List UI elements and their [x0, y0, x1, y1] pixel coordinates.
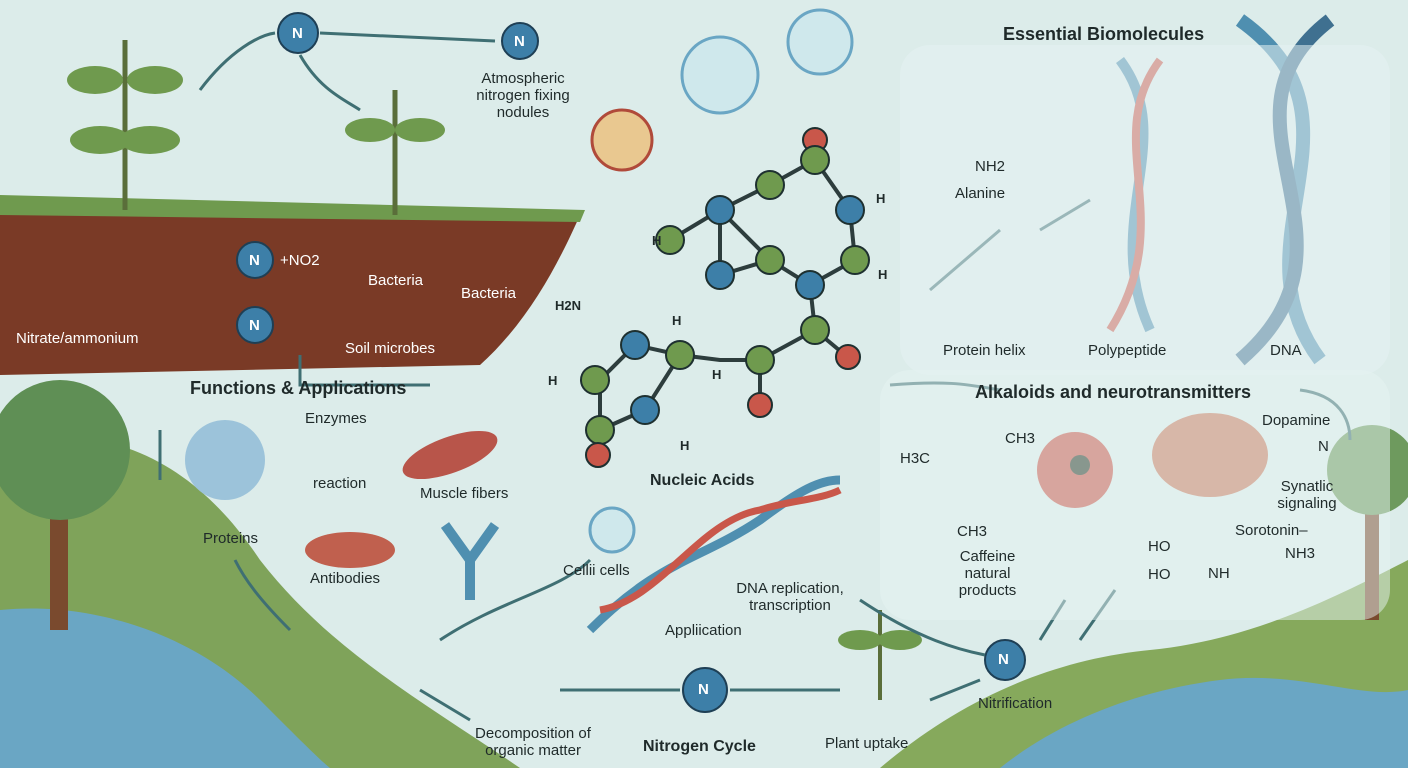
- soil-layer: [0, 205, 580, 375]
- nitrogen-atoms: [236, 12, 1026, 713]
- reaction-label: reaction: [313, 475, 367, 492]
- dopamine-label: Dopamine: [1262, 412, 1331, 429]
- antibodies-label: Antibodies: [310, 570, 381, 587]
- ho-label-2: HO: [1148, 566, 1171, 583]
- dopamine-n: N: [1318, 438, 1329, 455]
- atom-h: H: [876, 191, 886, 206]
- cell-1: [680, 35, 760, 115]
- right-river: [1000, 677, 1408, 768]
- tree-canopy: [0, 380, 130, 520]
- n-symbol-top-2: N: [514, 33, 525, 50]
- soil-microbes-label: Soil microbes: [345, 340, 436, 357]
- antibodies-muscle: [305, 532, 395, 568]
- atom-h: H: [712, 367, 722, 382]
- no2-label: +NO2: [280, 252, 320, 269]
- nh-label: NH: [1208, 565, 1230, 582]
- polypeptide-label: Polypeptide: [1088, 342, 1167, 359]
- proteins-label: Proteins: [203, 530, 259, 547]
- alanine-nh2: NH2: [975, 158, 1006, 175]
- biomolecules-panel: [900, 45, 1390, 375]
- cell-2: [786, 8, 854, 76]
- ch3-bottom-label: CH3: [957, 523, 988, 540]
- protein-blob: [185, 420, 265, 500]
- n-symbol-cycle: N: [698, 681, 709, 698]
- h3c-label: H3C: [900, 450, 931, 467]
- caffeine-label: Caffeine natural products: [958, 548, 1017, 599]
- nitrogen-cycle-title: Nitrogen Cycle: [643, 738, 756, 755]
- antibody-y: [440, 522, 500, 600]
- dna-label: DNA: [1270, 342, 1302, 359]
- atom-h: H: [680, 438, 690, 453]
- nitrification-label: Nitrification: [978, 695, 1053, 712]
- atom-h: H: [878, 267, 888, 282]
- bacteria-cell: [590, 108, 654, 172]
- decomposition-label: Decomposition of organic matter: [475, 725, 591, 759]
- enzymes-label: Enzymes: [305, 410, 367, 427]
- cells-label: Cellii cells: [563, 562, 630, 579]
- alkaloids-title: Alkaloids and neurotransmitters: [975, 382, 1252, 402]
- left-river: [0, 608, 330, 768]
- n-symbol-soil-1: N: [249, 252, 260, 269]
- n-symbol-nitrification: N: [998, 651, 1009, 668]
- n-symbol-soil-2: N: [249, 317, 260, 334]
- central-molecule-atoms: [580, 127, 870, 468]
- nodules-label: Atmospheric nitrogen fixing nodules: [476, 70, 570, 121]
- functions-title: Functions & Applications: [190, 378, 407, 398]
- ho-label-1: HO: [1148, 538, 1171, 555]
- nucleic-acids-title: Nucleic Acids: [650, 472, 755, 489]
- ch3-top-label: CH3: [1005, 430, 1036, 447]
- protein-helix-label: Protein helix: [943, 342, 1026, 359]
- cellii-cell: [588, 506, 636, 554]
- atom-h: H: [652, 233, 662, 248]
- nitrate-label: Nitrate/ammonium: [16, 330, 139, 347]
- alkaloids-panel: [880, 370, 1390, 620]
- replication-label: DNA replication, transcription: [736, 580, 844, 614]
- serotonin-label: Sorotonin–: [1235, 522, 1308, 539]
- muscle-fibers: [402, 430, 498, 480]
- atom-h: H: [548, 373, 558, 388]
- biomolecules-title: Essential Biomolecules: [1003, 24, 1205, 44]
- application-label: Appliication: [665, 622, 742, 639]
- bacteria-label-2: Bacteria: [461, 285, 517, 302]
- nucleic-dna: [586, 475, 841, 634]
- synaptic-label: Synatlic signaling: [1277, 478, 1337, 512]
- h2n-label: H2N: [555, 298, 582, 313]
- bacteria-label-1: Bacteria: [368, 272, 424, 289]
- alanine-label: Alanine: [955, 185, 1006, 202]
- nh3-label: NH3: [1285, 545, 1316, 562]
- atom-h: H: [672, 313, 682, 328]
- grass-strip: [0, 195, 585, 222]
- muscle-fibers-label: Muscle fibers: [420, 485, 509, 502]
- plant-uptake-label: Plant uptake: [825, 735, 909, 752]
- n-symbol-top-1: N: [292, 25, 303, 42]
